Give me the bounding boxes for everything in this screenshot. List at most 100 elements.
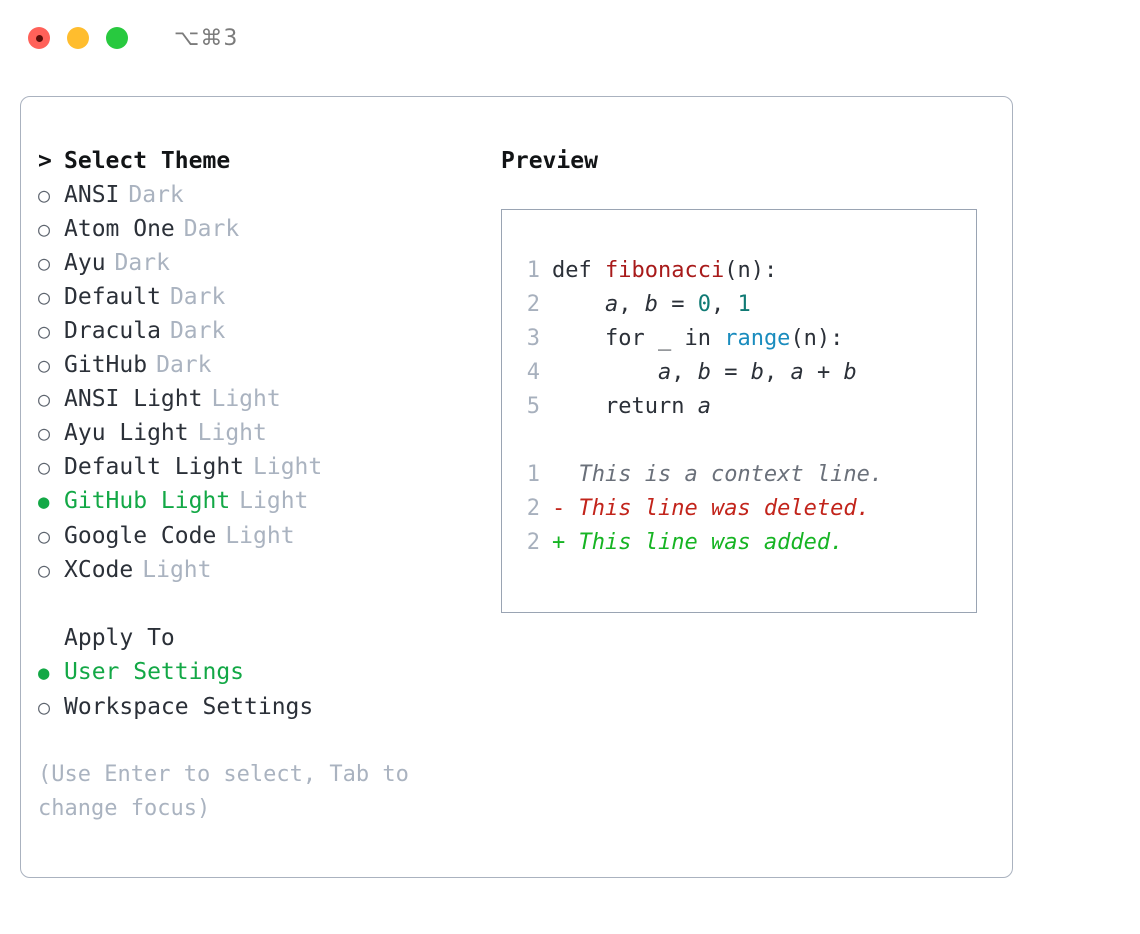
minimize-button[interactable]: [67, 27, 89, 49]
page-title: Select Theme: [64, 148, 231, 174]
theme-name: GitHub: [64, 352, 148, 378]
radio-unselected-icon[interactable]: ○: [38, 387, 51, 411]
code-token: [552, 292, 605, 317]
theme-name: GitHub Light: [64, 488, 231, 514]
radio-unselected-icon[interactable]: ○: [38, 524, 51, 548]
preview-title: Preview: [501, 148, 598, 174]
code-token: ,: [710, 292, 738, 317]
code-token: for: [552, 326, 658, 351]
radio-unselected-icon[interactable]: ○: [38, 183, 51, 207]
code-text: def fibonacci(n):: [552, 254, 777, 288]
radio-unselected-icon[interactable]: ○: [38, 353, 51, 377]
theme-variant-badge: Light: [239, 488, 309, 514]
theme-name: Atom One: [64, 216, 175, 242]
radio-unselected-icon[interactable]: ○: [38, 285, 51, 309]
theme-variant-badge: Light: [253, 454, 323, 480]
diff-text: This line was added.: [565, 530, 844, 555]
line-number: 2: [526, 530, 540, 555]
code-line: 3 for _ in range(n):: [502, 322, 976, 356]
theme-list-item[interactable]: ○ Default Dark: [38, 280, 488, 314]
code-token: b: [750, 360, 764, 385]
radio-unselected-icon[interactable]: ○: [38, 319, 51, 343]
title-bar: ⌥⌘3: [0, 0, 1140, 76]
theme-name: Google Code: [64, 523, 217, 549]
code-gap: [502, 424, 976, 458]
radio-unselected-icon[interactable]: ○: [38, 455, 51, 479]
theme-variant-badge: Dark: [183, 216, 240, 242]
diff-text: This line was deleted.: [565, 496, 870, 521]
radio-unselected-icon[interactable]: ○: [38, 251, 51, 275]
code-text: for _ in range(n):: [552, 322, 843, 356]
diff-line: 1 This is a context line.: [502, 458, 976, 492]
theme-list-item[interactable]: ○ Default Light Light: [38, 450, 488, 484]
radio-selected-icon[interactable]: ●: [38, 491, 50, 513]
code-token: return: [552, 394, 698, 419]
theme-variant-badge: Dark: [128, 182, 184, 208]
code-token: a: [657, 360, 672, 385]
apply-to-label: Apply To: [64, 625, 175, 651]
code-token: b: [644, 292, 658, 317]
line-number: 2: [526, 496, 540, 521]
code-token: ,: [763, 360, 791, 385]
theme-name: ANSI Light: [64, 386, 203, 412]
code-line: 2 a, b = 0, 1: [502, 288, 976, 322]
theme-name: Default Light: [64, 454, 245, 480]
code-token: ,: [671, 360, 698, 385]
window-title-shortcut: ⌥⌘3: [174, 25, 239, 51]
code-token: =: [657, 292, 698, 317]
apply-to-option-label: Workspace Settings: [64, 694, 314, 720]
theme-list-header: > Select Theme: [38, 144, 488, 178]
maximize-button[interactable]: [106, 27, 128, 49]
code-token: range: [724, 326, 791, 351]
code-token: +: [803, 360, 844, 385]
theme-list-item[interactable]: ● GitHub Light Light: [38, 484, 488, 519]
diff-sign: -: [552, 496, 566, 521]
code-token: 0: [697, 292, 711, 317]
code-token: [552, 360, 658, 385]
radio-unselected-icon[interactable]: ○: [38, 217, 51, 241]
close-button[interactable]: [28, 27, 50, 49]
code-token: _: [657, 326, 672, 351]
code-text: a, b = 0, 1: [552, 288, 751, 322]
line-number: 4: [526, 360, 540, 385]
code-token: =: [710, 360, 751, 385]
code-line: 4 a, b = b, a + b: [502, 356, 976, 390]
theme-variant-badge: Dark: [169, 284, 226, 310]
apply-to-option[interactable]: ●User Settings: [38, 655, 488, 690]
radio-selected-icon[interactable]: ●: [38, 662, 50, 684]
diff-line: 2- This line was deleted.: [502, 492, 976, 526]
code-token: fibonacci: [604, 258, 725, 283]
diff-text: This is a context line.: [565, 462, 884, 487]
theme-name: Default: [64, 284, 161, 310]
keyboard-hint: (Use Enter to select, Tab to change focu…: [38, 762, 409, 821]
code-token: (n):: [724, 258, 778, 283]
code-token: 1: [737, 292, 751, 317]
apply-to-option[interactable]: ○ Workspace Settings: [38, 690, 488, 724]
theme-list-item[interactable]: ○ Atom One Dark: [38, 212, 488, 246]
theme-name: Dracula: [64, 318, 161, 344]
line-number: 1: [526, 462, 540, 487]
code-token: a: [604, 292, 619, 317]
radio-unselected-icon[interactable]: ○: [38, 421, 51, 445]
radio-unselected-icon[interactable]: ○: [38, 695, 51, 719]
line-number: 5: [526, 394, 540, 419]
diff-sign: [552, 458, 565, 492]
radio-unselected-icon[interactable]: ○: [38, 558, 51, 582]
theme-name: Ayu: [64, 250, 106, 276]
code-token: b: [843, 360, 857, 385]
apply-to-header: ○ Apply To: [38, 621, 488, 655]
theme-name: Ayu Light: [64, 420, 189, 446]
